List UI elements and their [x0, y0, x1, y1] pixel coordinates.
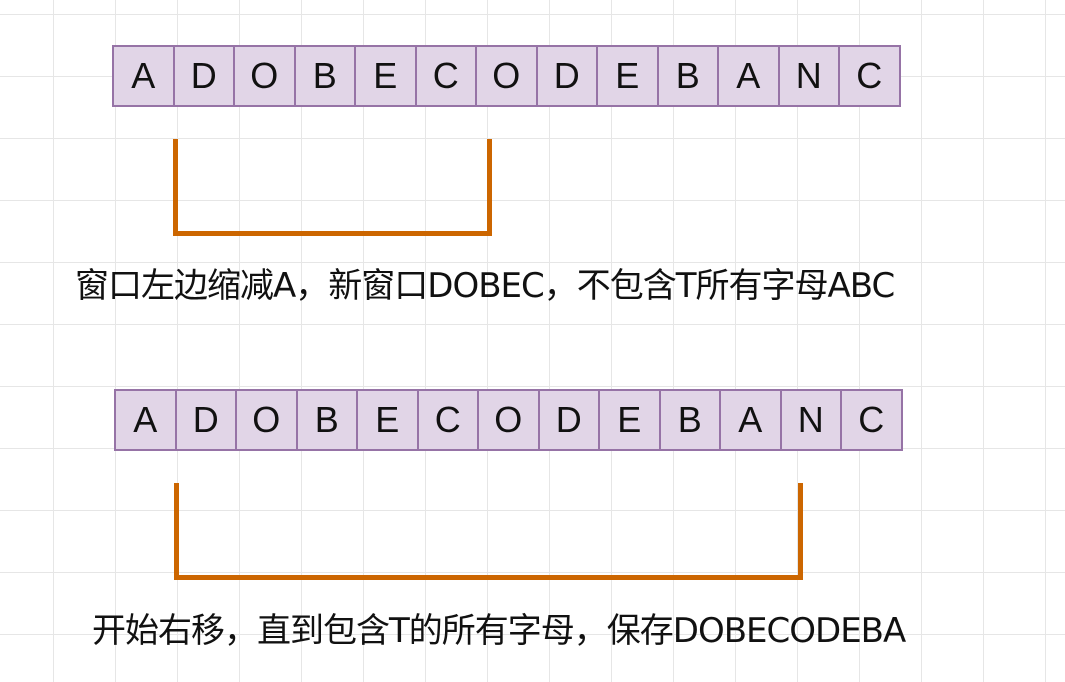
- letter-cell: D: [535, 45, 598, 107]
- window-bracket-1: [173, 139, 492, 236]
- letter-cell: D: [537, 389, 600, 451]
- caption-2: 开始右移，直到包含T的所有字母，保存DOBECODEBA: [92, 611, 906, 651]
- letter-strip-1: A D O B E C O D E B A N C: [112, 45, 901, 107]
- letter-cell: E: [354, 45, 417, 107]
- letter-cell: D: [172, 45, 235, 107]
- letter-cell: O: [477, 389, 540, 451]
- letter-cell: C: [416, 389, 479, 451]
- letter-cell: N: [779, 389, 842, 451]
- letter-cell: O: [475, 45, 538, 107]
- letter-cell: A: [719, 389, 782, 451]
- letter-cell: A: [112, 45, 175, 107]
- letter-cell: C: [838, 45, 901, 107]
- letter-cell: B: [295, 389, 358, 451]
- caption-1: 窗口左边缩减A，新窗口DOBEC，不包含T所有字母ABC: [75, 266, 895, 306]
- letter-cell: A: [114, 389, 177, 451]
- letter-cell: C: [414, 45, 477, 107]
- letter-cell: E: [598, 389, 661, 451]
- letter-cell: B: [293, 45, 356, 107]
- letter-cell: E: [356, 389, 419, 451]
- letter-cell: N: [777, 45, 840, 107]
- window-bracket-2: [174, 483, 803, 580]
- letter-strip-2: A D O B E C O D E B A N C: [114, 389, 903, 451]
- letter-cell: O: [233, 45, 296, 107]
- letter-cell: A: [717, 45, 780, 107]
- letter-cell: C: [840, 389, 903, 451]
- letter-cell: B: [658, 389, 721, 451]
- letter-cell: E: [596, 45, 659, 107]
- letter-cell: B: [656, 45, 719, 107]
- letter-cell: O: [235, 389, 298, 451]
- letter-cell: D: [174, 389, 237, 451]
